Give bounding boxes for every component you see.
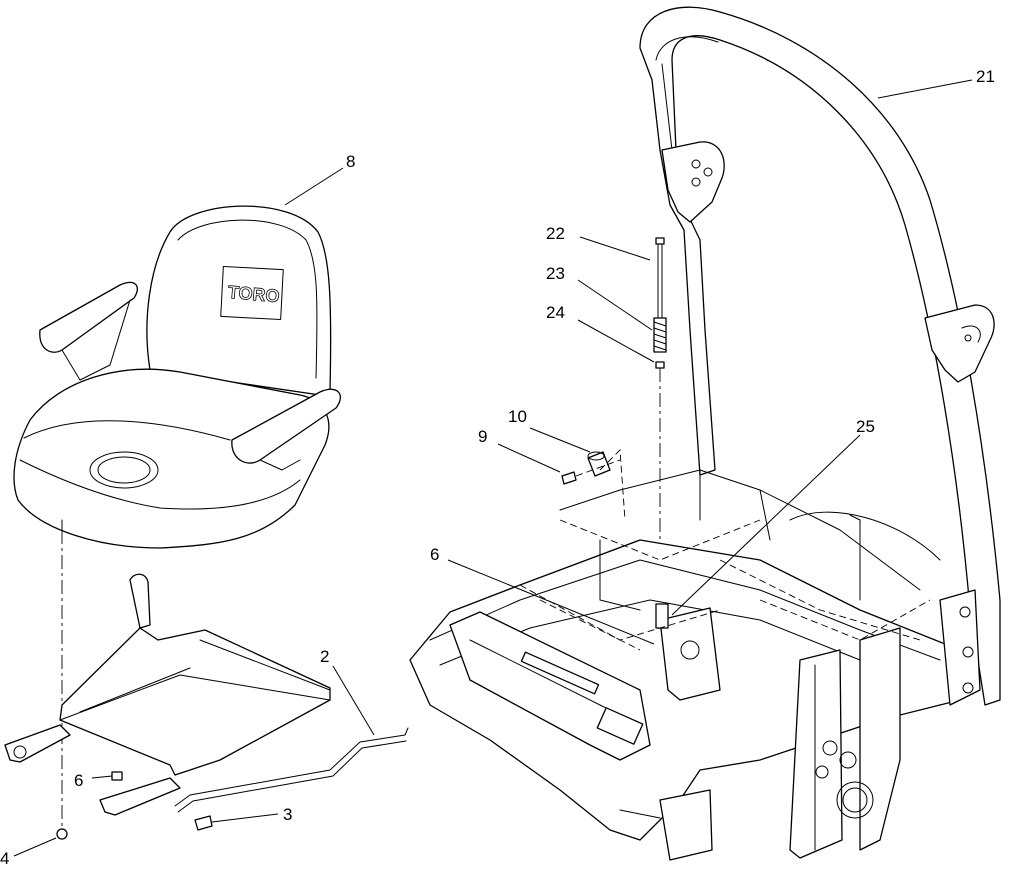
- seat-logo-panel: [220, 265, 284, 321]
- callout-8: 8: [346, 152, 355, 171]
- callout-4: 4: [0, 849, 9, 868]
- callout-labels: 21 8 22 23 24 10 9 25 6 2 6 3 4: [0, 67, 995, 868]
- callout-10: 10: [508, 407, 527, 426]
- callout-25: 25: [856, 417, 875, 436]
- callout-6-upper: 6: [430, 545, 439, 564]
- chassis-frame: [409, 448, 981, 861]
- callout-3: 3: [283, 805, 292, 824]
- toro-logo-text: TORO: [227, 282, 280, 306]
- callout-9: 9: [478, 427, 487, 446]
- roll-bar: [639, 6, 1001, 706]
- callout-6-lower: 6: [74, 771, 83, 790]
- seat: TORO: [13, 205, 341, 549]
- callout-22: 22: [546, 224, 565, 243]
- seat-slide-assembly: [4, 573, 331, 840]
- leader-lines: [13, 79, 973, 857]
- pivot-rod: [561, 451, 621, 485]
- callout-2: 2: [320, 647, 329, 666]
- seat-adjust-rod: [174, 727, 409, 813]
- callout-23: 23: [546, 264, 565, 283]
- seat-handhold: [89, 451, 159, 489]
- callout-21: 21: [976, 67, 995, 86]
- callout-24: 24: [546, 303, 565, 322]
